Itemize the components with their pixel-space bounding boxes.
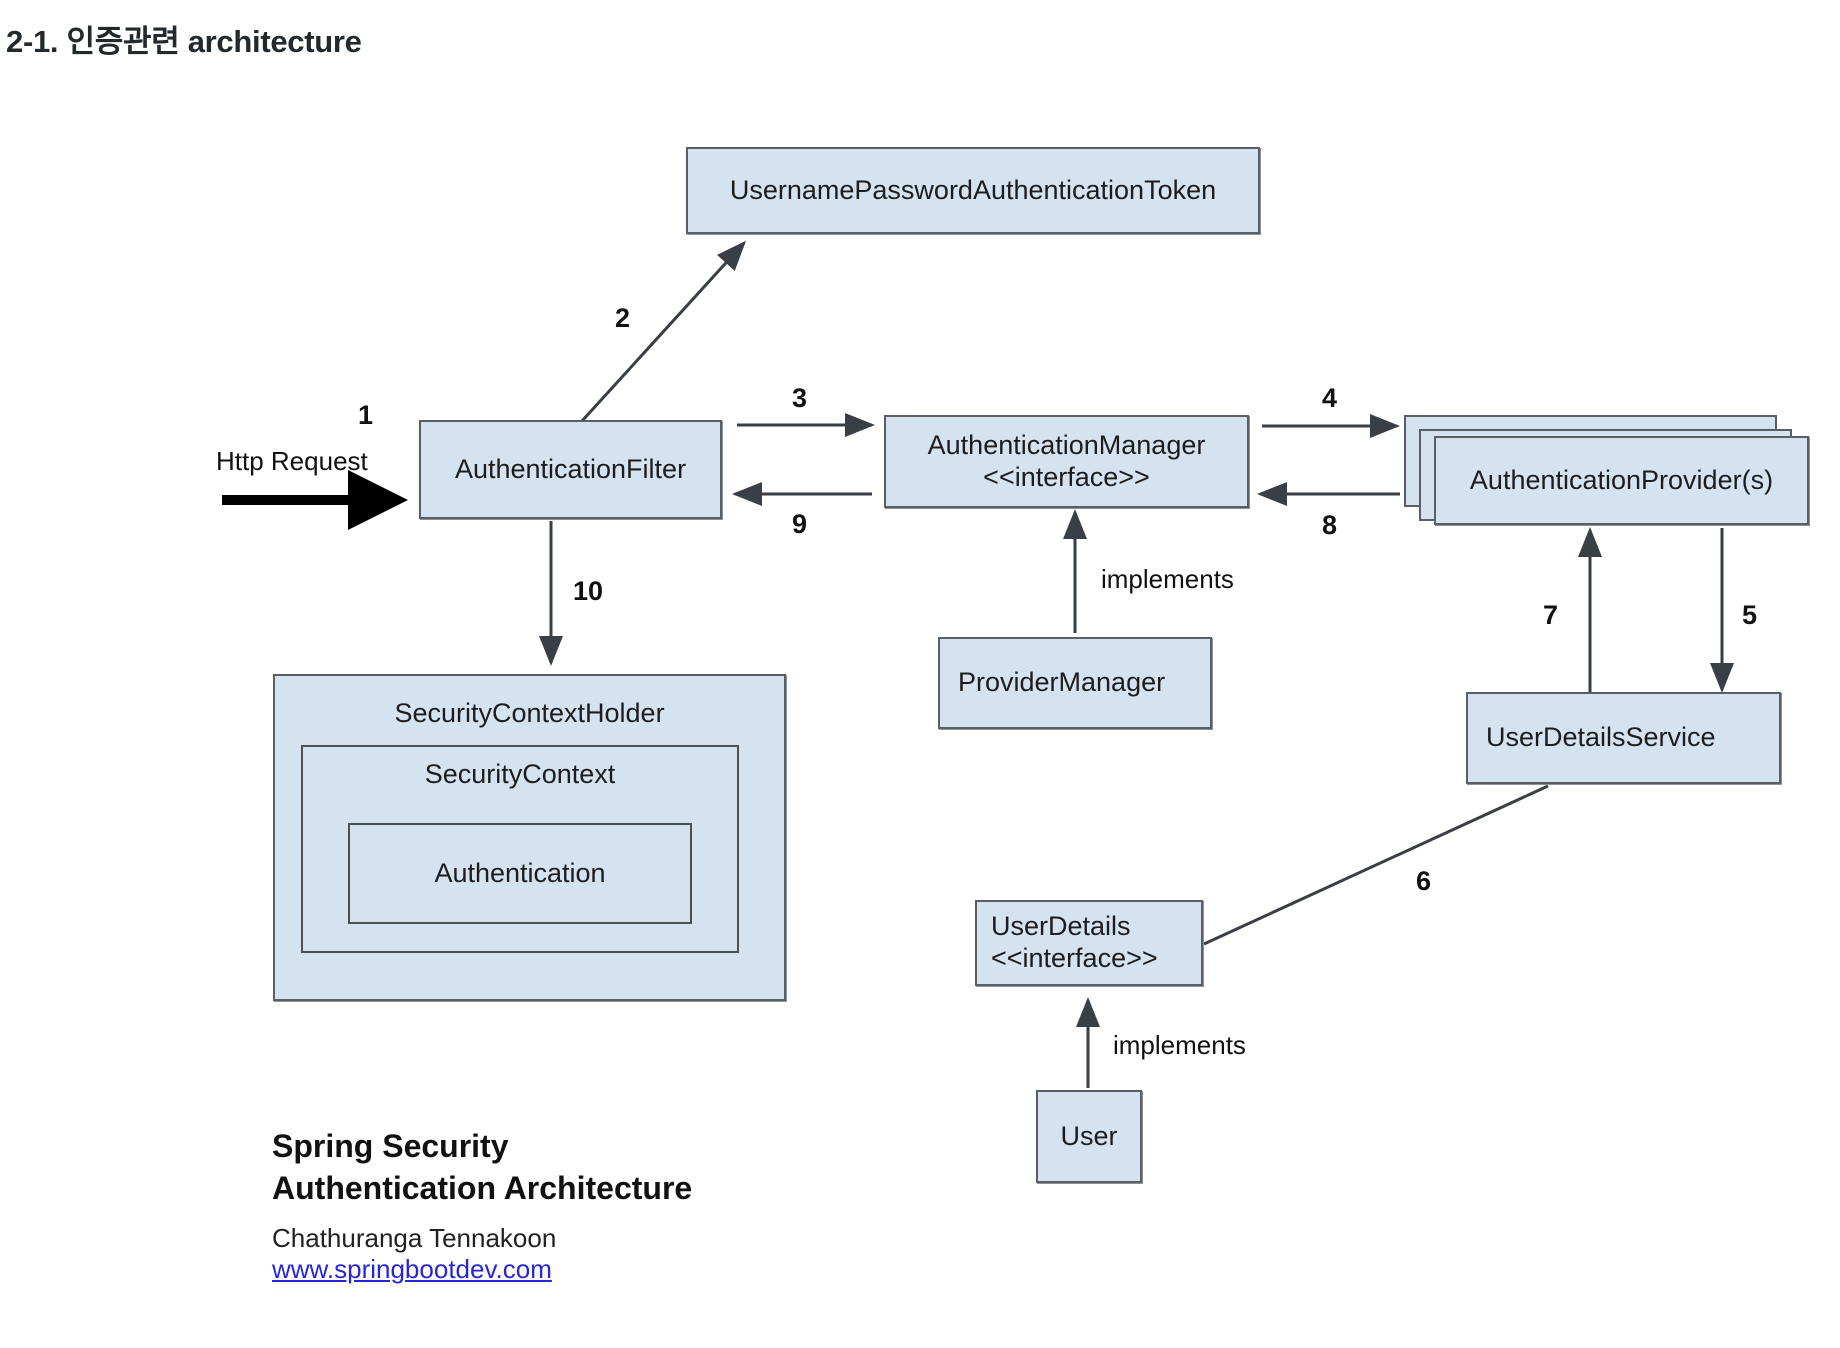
node-label: Authentication [434, 858, 606, 888]
node-label: AuthenticationManager <<interface>> [927, 429, 1206, 492]
node-label: AuthenticationProvider(s) [1469, 464, 1774, 495]
node-user-details[interactable]: UserDetails <<interface>> [975, 900, 1203, 986]
label-step-6: 6 [1416, 866, 1432, 896]
label-step-10: 10 [573, 576, 604, 606]
node-label: UsernamePasswordAuthenticationToken [729, 174, 1217, 205]
node-label: AuthenticationFilter [454, 453, 687, 484]
page-title: 2-1. 인증관련 architecture [6, 24, 362, 59]
node-label: ProviderManager [958, 667, 1166, 698]
node-provider-manager[interactable]: ProviderManager [938, 637, 1212, 729]
label-step-7: 7 [1543, 600, 1559, 630]
node-label: UserDetails <<interface>> [991, 911, 1158, 973]
node-authentication-manager[interactable]: AuthenticationManager <<interface>> [884, 415, 1249, 508]
label-step-3: 3 [792, 383, 808, 413]
node-authentication[interactable]: Authentication [348, 823, 692, 924]
credits-block: Spring Security Authentication Architect… [272, 1125, 892, 1285]
label-step-1: 1 [358, 400, 374, 430]
label-implements-user: implements [1113, 1030, 1246, 1060]
node-label: UserDetailsService [1486, 722, 1716, 753]
label-step-9: 9 [792, 509, 808, 539]
label-step-5: 5 [1742, 600, 1758, 630]
node-username-password-authentication-token[interactable]: UsernamePasswordAuthenticationToken [686, 147, 1260, 234]
node-label: User [1060, 1120, 1118, 1151]
node-authentication-providers[interactable]: AuthenticationProvider(s) [1434, 436, 1809, 525]
node-user-details-service[interactable]: UserDetailsService [1466, 692, 1781, 784]
label-step-4: 4 [1322, 383, 1338, 413]
credits-website-link[interactable]: www.springbootdev.com [272, 1254, 552, 1285]
node-label: SecurityContext [424, 759, 616, 789]
node-authentication-filter[interactable]: AuthenticationFilter [419, 420, 722, 519]
label-step-8: 8 [1322, 510, 1338, 540]
label-implements-provider-manager: implements [1101, 564, 1234, 594]
edge-6-userdetails-to-userdetailsservice [1203, 784, 1549, 946]
credits-author: Chathuranga Tennakoon [272, 1223, 557, 1254]
edge-2-filter-to-token [580, 240, 747, 423]
label-step-2: 2 [615, 303, 631, 333]
label-http-request: Http Request [216, 446, 368, 476]
credits-heading: Spring Security Authentication Architect… [272, 1128, 693, 1207]
node-user[interactable]: User [1036, 1090, 1142, 1183]
node-label: SecurityContextHolder [394, 698, 665, 728]
